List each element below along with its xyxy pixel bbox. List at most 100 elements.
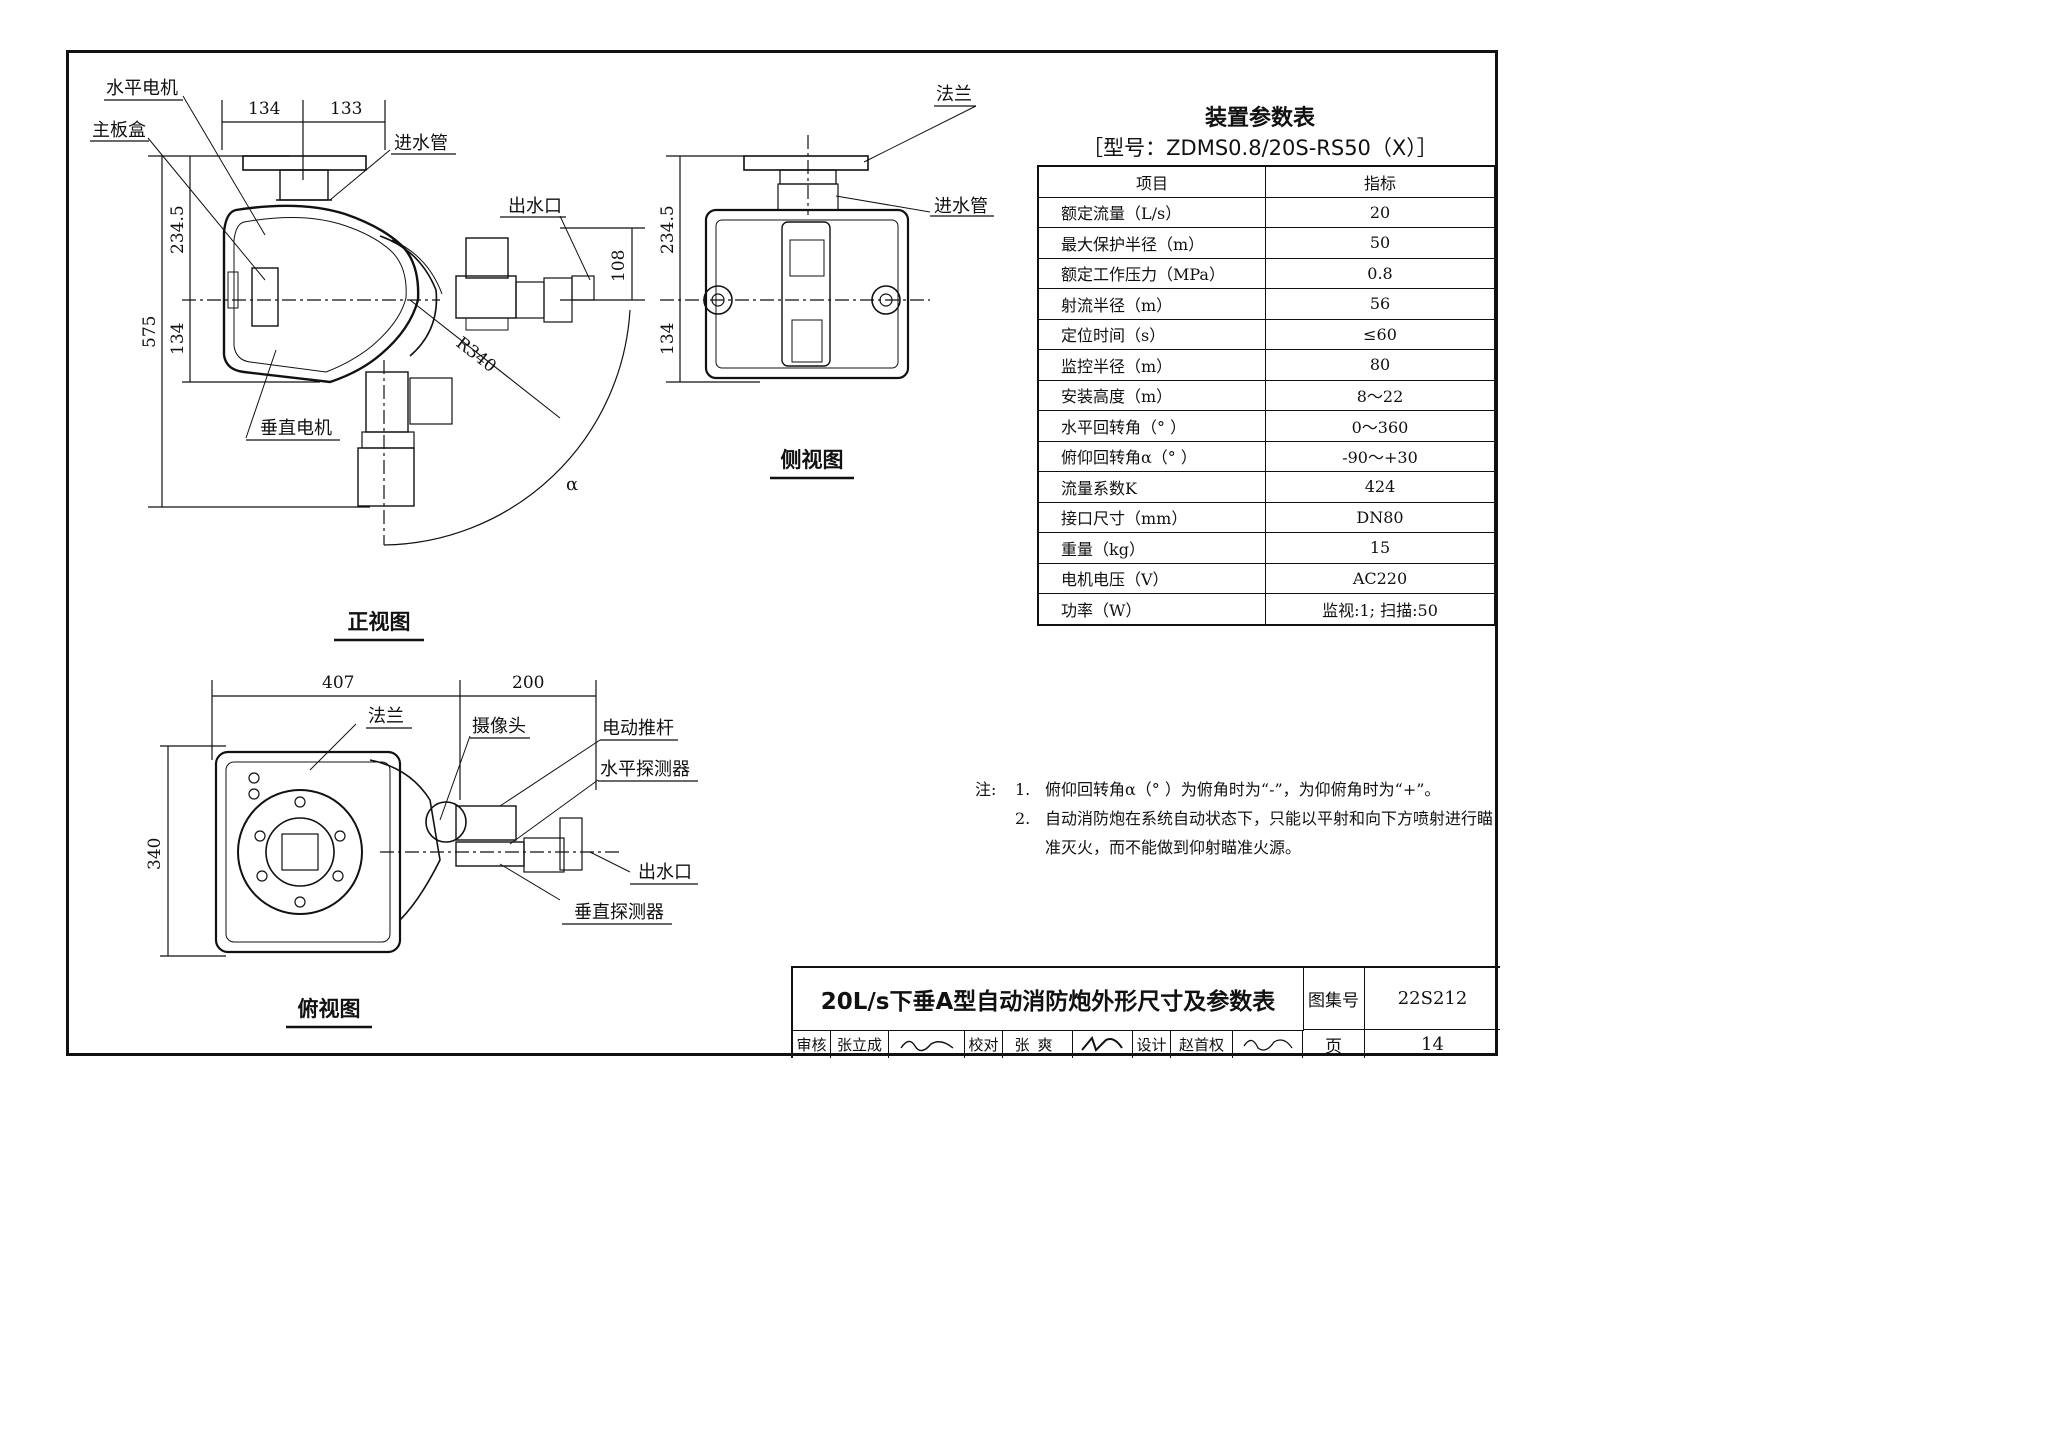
designer-signature xyxy=(1233,1030,1303,1058)
front-label-mainboard-box: 主板盒 xyxy=(92,120,146,141)
front-label-radius: R340 xyxy=(452,333,500,377)
side-dim-upper: 234.5 xyxy=(658,205,678,254)
drawing-title: 20L/s下垂A型自动消防炮外形尺寸及参数表 xyxy=(793,968,1304,1031)
side-label-flange: 法兰 xyxy=(936,84,972,105)
table-row: 射流半径（m）56 xyxy=(1037,288,1496,320)
param-name: 额定工作压力（MPa） xyxy=(1037,257,1266,289)
side-dim-lower: 134 xyxy=(658,323,678,355)
param-name: 电机电压（V） xyxy=(1037,562,1266,594)
param-value: AC220 xyxy=(1265,562,1496,594)
front-dim-outlet-height: 108 xyxy=(609,250,629,282)
front-dim-total-height: 575 xyxy=(140,316,160,348)
checker-name: 张爽 xyxy=(1003,1030,1073,1058)
designer-name: 赵首权 xyxy=(1171,1030,1233,1058)
front-label-horizontal-motor: 水平电机 xyxy=(106,78,178,99)
notes-label: 注: xyxy=(975,780,997,799)
side-label-inlet-pipe: 进水管 xyxy=(934,196,988,217)
design-label: 设计 xyxy=(1133,1030,1171,1058)
param-table-header-row: 项目 指标 xyxy=(1037,165,1496,198)
param-name: 功率（W） xyxy=(1037,593,1266,625)
param-value: 80 xyxy=(1265,349,1496,381)
side-view-drawing xyxy=(660,105,977,383)
title-block: 20L/s下垂A型自动消防炮外形尺寸及参数表 图集号 22S212 审核 张立成… xyxy=(791,966,1500,1058)
param-value: 56 xyxy=(1265,288,1496,320)
drawing-canvas: 水平电机 主板盒 进水管 出水口 垂直电机 R340 α 134 133 575… xyxy=(90,78,994,1029)
side-view-title: 侧视图 xyxy=(780,447,844,472)
top-label-flange: 法兰 xyxy=(368,706,404,727)
table-row: 安装高度（m）8～22 xyxy=(1037,379,1496,411)
param-value: -90～+30 xyxy=(1265,440,1496,472)
reviewer-name: 张立成 xyxy=(831,1030,889,1058)
param-value: 50 xyxy=(1265,227,1496,259)
param-name: 最大保护半径（m） xyxy=(1037,227,1266,259)
param-value: 424 xyxy=(1265,471,1496,503)
param-name: 定位时间（s） xyxy=(1037,318,1266,350)
param-name: 俯仰回转角α（° ） xyxy=(1037,440,1266,472)
table-row: 功率（W）监视:1; 扫描:50 xyxy=(1037,593,1496,625)
top-label-vertical-detector: 垂直探测器 xyxy=(574,902,664,923)
table-row: 监控半径（m）80 xyxy=(1037,349,1496,381)
table-row: 水平回转角（° ）0～360 xyxy=(1037,410,1496,442)
param-table-model: ［型号：ZDMS0.8/20S-RS50（X）］ xyxy=(1082,136,1438,160)
note-text: 俯仰回转角α（° ）为俯角时为“-”，为仰俯角时为“+”。 xyxy=(1045,780,1441,799)
review-label: 审核 xyxy=(793,1030,831,1058)
signature-check xyxy=(1080,1035,1123,1052)
signature-design xyxy=(1242,1039,1293,1051)
param-value: DN80 xyxy=(1265,501,1496,533)
note-number: 2. xyxy=(1015,809,1031,828)
front-dim-top-left: 134 xyxy=(248,99,280,119)
top-view-title: 俯视图 xyxy=(297,996,361,1021)
checker-signature xyxy=(1073,1030,1133,1058)
top-label-horizontal-detector: 水平探测器 xyxy=(600,759,690,780)
param-name: 射流半径（m） xyxy=(1037,288,1266,320)
front-dim-top-right: 133 xyxy=(330,99,362,119)
param-name: 接口尺寸（mm） xyxy=(1037,501,1266,533)
param-value: ≤60 xyxy=(1265,318,1496,350)
front-label-alpha: α xyxy=(566,474,578,495)
top-label-camera: 摄像头 xyxy=(472,716,526,737)
table-row: 接口尺寸（mm）DN80 xyxy=(1037,501,1496,533)
table-row: 电机电压（V）AC220 xyxy=(1037,562,1496,594)
atlas-number: 22S212 xyxy=(1365,968,1500,1030)
front-label-vertical-motor: 垂直电机 xyxy=(260,418,332,439)
table-row: 重量（kg）15 xyxy=(1037,532,1496,564)
notes-spacer xyxy=(975,804,1015,862)
front-dim-upper: 234.5 xyxy=(168,205,188,254)
signature-review xyxy=(899,1040,953,1052)
table-row: 额定流量（L/s）20 xyxy=(1037,196,1496,228)
param-name: 安装高度（m） xyxy=(1037,379,1266,411)
front-view-drawing xyxy=(147,95,645,546)
param-value: 15 xyxy=(1265,532,1496,564)
param-name: 水平回转角（° ） xyxy=(1037,410,1266,442)
top-dim-width-right: 200 xyxy=(512,673,544,693)
table-row: 俯仰回转角α（° ）-90～+30 xyxy=(1037,440,1496,472)
param-header-value: 指标 xyxy=(1265,165,1496,198)
param-table-title: 装置参数表 xyxy=(1204,105,1315,131)
param-name: 重量（kg） xyxy=(1037,532,1266,564)
param-table: 项目 指标 额定流量（L/s）20 最大保护半径（m）50 额定工作压力（MPa… xyxy=(1037,165,1496,626)
check-label: 校对 xyxy=(965,1030,1003,1058)
param-value: 0.8 xyxy=(1265,257,1496,289)
notes: 注: 1. 俯仰回转角α（° ）为俯角时为“-”，为仰俯角时为“+”。 2. 自… xyxy=(975,775,1495,862)
top-dim-depth: 340 xyxy=(145,838,165,870)
front-label-outlet: 出水口 xyxy=(508,196,562,217)
param-value: 20 xyxy=(1265,196,1496,228)
reviewer-signature xyxy=(889,1030,965,1058)
table-row: 最大保护半径（m）50 xyxy=(1037,227,1496,259)
param-value: 监视:1; 扫描:50 xyxy=(1265,593,1496,625)
top-dim-width-left: 407 xyxy=(322,673,354,693)
front-label-inlet-pipe: 进水管 xyxy=(394,133,448,154)
param-name: 监控半径（m） xyxy=(1037,349,1266,381)
front-view-title: 正视图 xyxy=(347,609,411,634)
top-label-outlet: 出水口 xyxy=(638,862,692,883)
page-number: 14 xyxy=(1421,1033,1444,1055)
top-view-drawing xyxy=(160,680,631,957)
param-name: 流量系数K xyxy=(1037,471,1266,503)
note-number: 1. xyxy=(1015,780,1031,799)
atlas-label: 图集号 xyxy=(1303,968,1365,1030)
param-value: 0～360 xyxy=(1265,410,1496,442)
top-label-electric-pushrod: 电动推杆 xyxy=(602,718,674,739)
table-row: 额定工作压力（MPa）0.8 xyxy=(1037,257,1496,289)
drawing-frame xyxy=(66,50,1498,1056)
